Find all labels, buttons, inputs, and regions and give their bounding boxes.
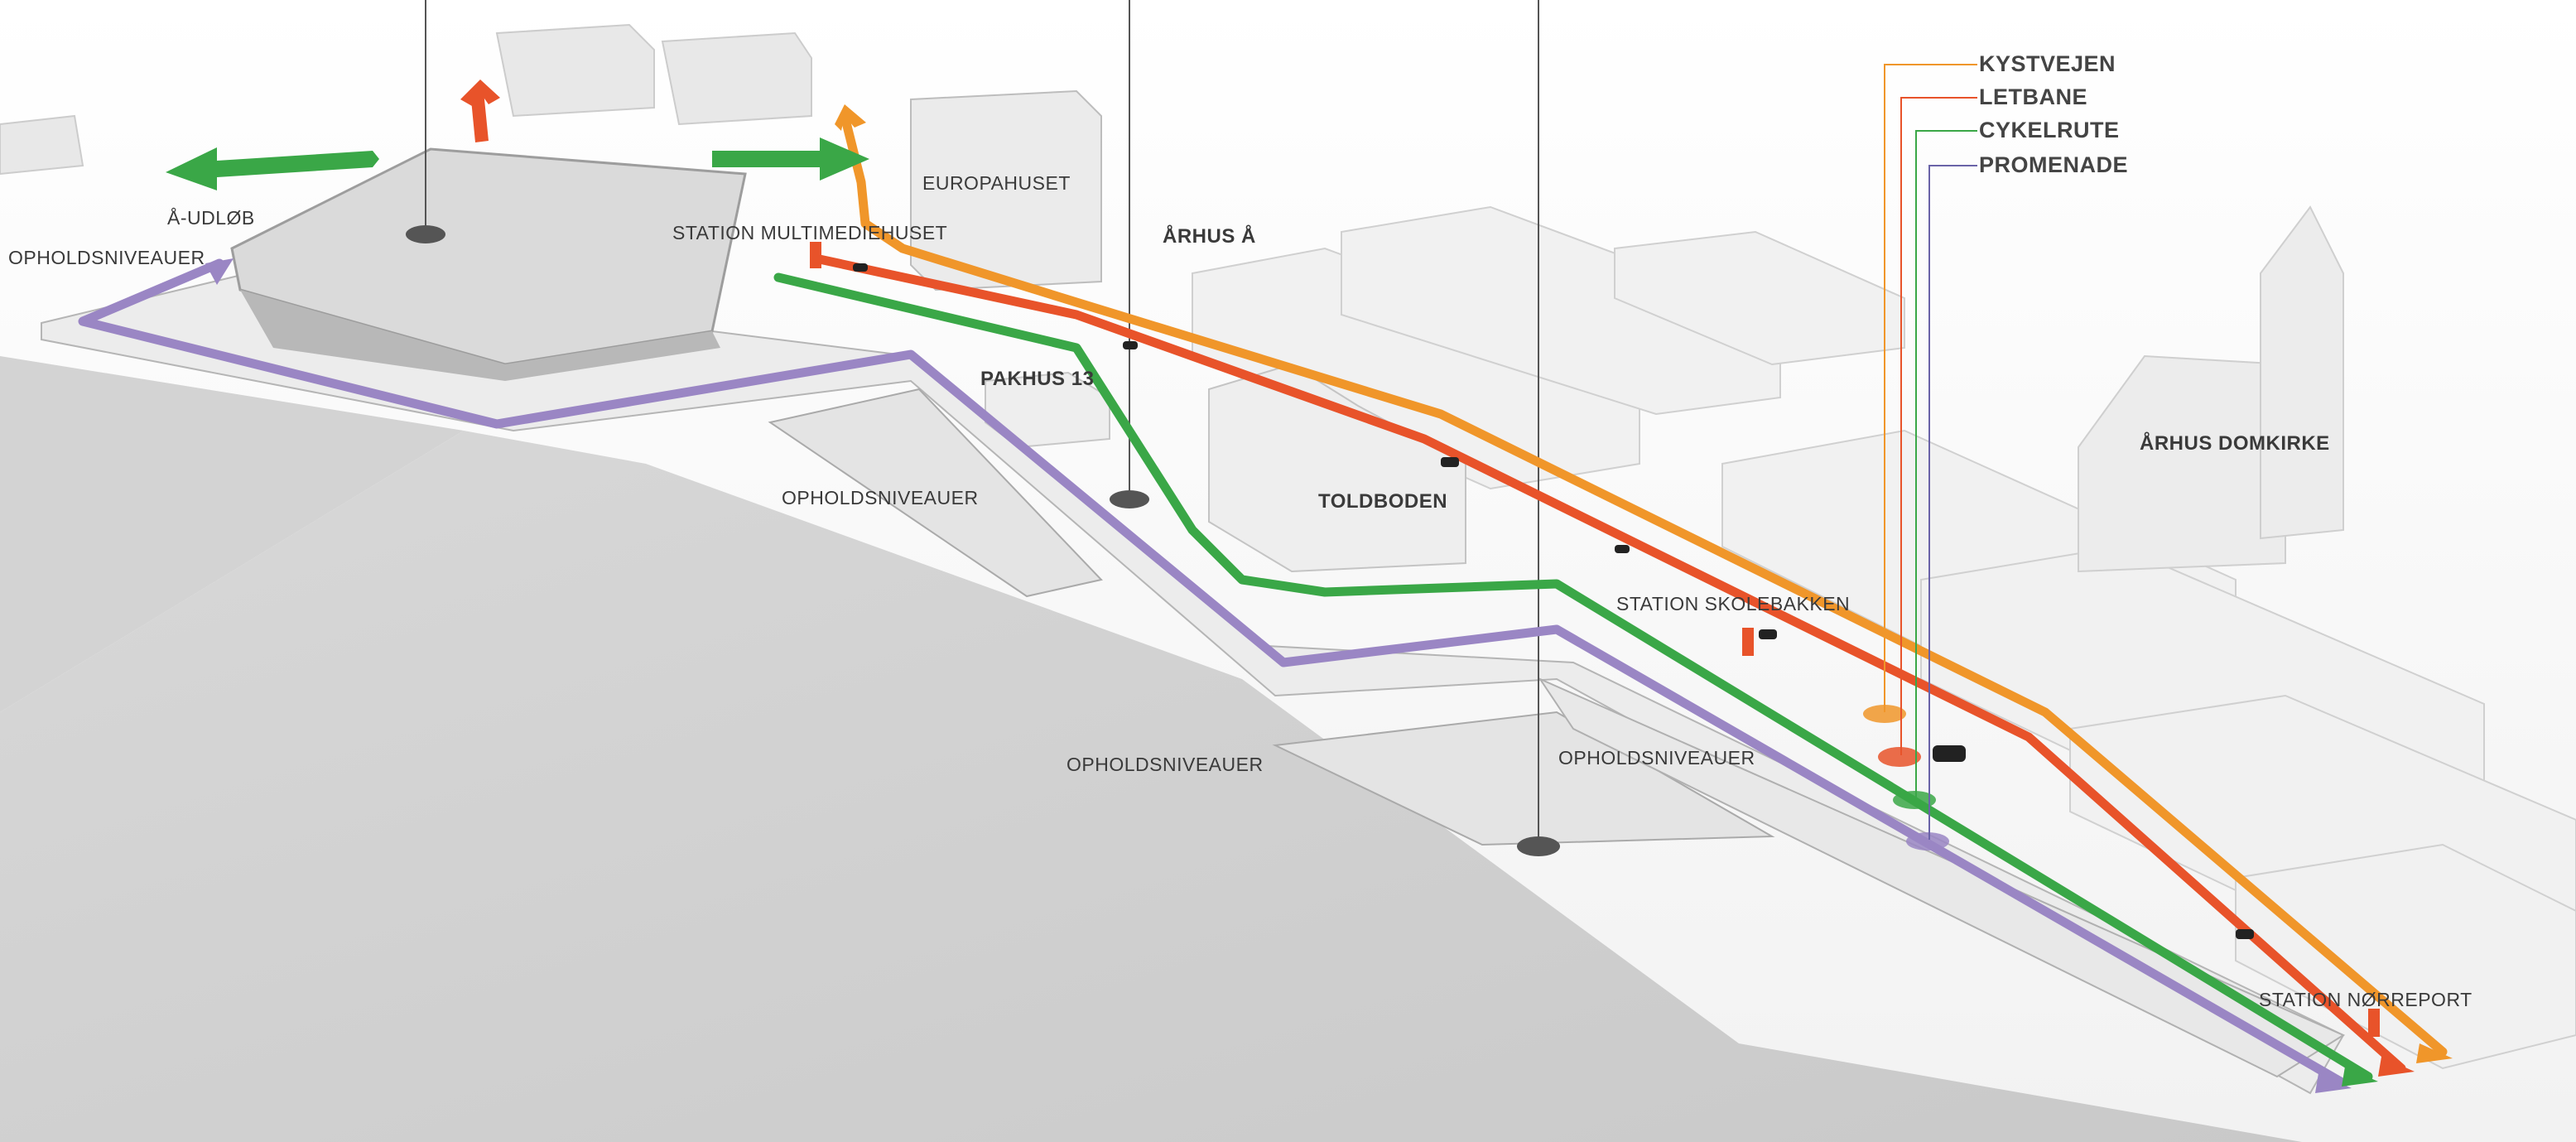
cykelrute-route xyxy=(773,272,2373,1082)
kystvejen-arrow-north xyxy=(835,104,866,131)
route-arrows xyxy=(166,80,2453,1093)
water-area xyxy=(0,431,2302,1142)
station-markers xyxy=(810,242,2380,1037)
label-opholdsniveauer-4: OPHOLDSNIVEAUER xyxy=(1558,747,1755,769)
label-opholdsniveauer-2: OPHOLDSNIVEAUER xyxy=(782,487,979,508)
legend-leader-lines xyxy=(1884,64,1977,840)
promenade-arrow-start xyxy=(205,258,234,285)
domkirke-model xyxy=(2078,205,2344,573)
cykelrute-arrow-end xyxy=(2342,1067,2378,1087)
leader-lines xyxy=(425,0,1539,846)
letbane-arrow-stem xyxy=(470,91,489,142)
europahuset-model xyxy=(910,89,1102,292)
kystvejen-route xyxy=(840,111,2448,1057)
label-station-skolebakken: STATION SKOLEBAKKEN xyxy=(1616,593,1851,614)
city-blocks xyxy=(1192,205,2576,1070)
promenade-route xyxy=(78,258,2348,1088)
label-opholdsniveauer-3: OPHOLDSNIVEAUER xyxy=(1067,754,1264,775)
kystvejen-arrow-end xyxy=(2416,1043,2453,1063)
label-station-multimediehuset: STATION MULTIMEDIEHUSET xyxy=(672,222,948,243)
label-arhus-a: ÅRHUS Å xyxy=(1163,225,1256,248)
promenade-arrow-end xyxy=(2315,1073,2352,1093)
background-buildings xyxy=(0,23,812,176)
legend-kystvejen: KYSTVEJEN xyxy=(1979,51,2116,76)
route-lines xyxy=(78,111,2448,1088)
letbane-arrow-end xyxy=(2378,1057,2415,1077)
cykelrute-arrow-west xyxy=(166,147,379,190)
label-europahuset: EUROPAHUSET xyxy=(922,172,1071,194)
cykelrute-arrow-east xyxy=(712,137,869,181)
legend-letbane: LETBANE xyxy=(1979,84,2087,109)
label-toldboden: TOLDBODEN xyxy=(1318,490,1448,513)
letbane-route xyxy=(811,253,2406,1073)
multimediehuset-facade xyxy=(240,290,720,381)
label-a-udlob: Å-UDLØB xyxy=(167,207,255,229)
leader-dots xyxy=(406,225,1560,856)
label-arhus-domkirke: ÅRHUS DOMKIRKE xyxy=(2140,432,2330,455)
water-area-left xyxy=(0,356,464,712)
label-pakhus-13: PAKHUS 13 xyxy=(980,368,1095,390)
stepped-terrace-1 xyxy=(768,388,1103,598)
label-opholdsniveauer-1: OPHOLDSNIVEAUER xyxy=(8,247,205,268)
pakhus-13-model xyxy=(985,371,1110,449)
vehicles xyxy=(853,263,2254,939)
legend-cykelrute: CYKELRUTE xyxy=(1979,118,2120,142)
legend-promenade: PROMENADE xyxy=(1979,152,2129,177)
letbane-arrow-north xyxy=(460,80,500,106)
stepped-terrace-2 xyxy=(1272,711,1775,846)
label-station-norreport: STATION NØRREPORT xyxy=(2259,989,2472,1010)
stepped-terrace-3 xyxy=(1538,677,2346,1078)
